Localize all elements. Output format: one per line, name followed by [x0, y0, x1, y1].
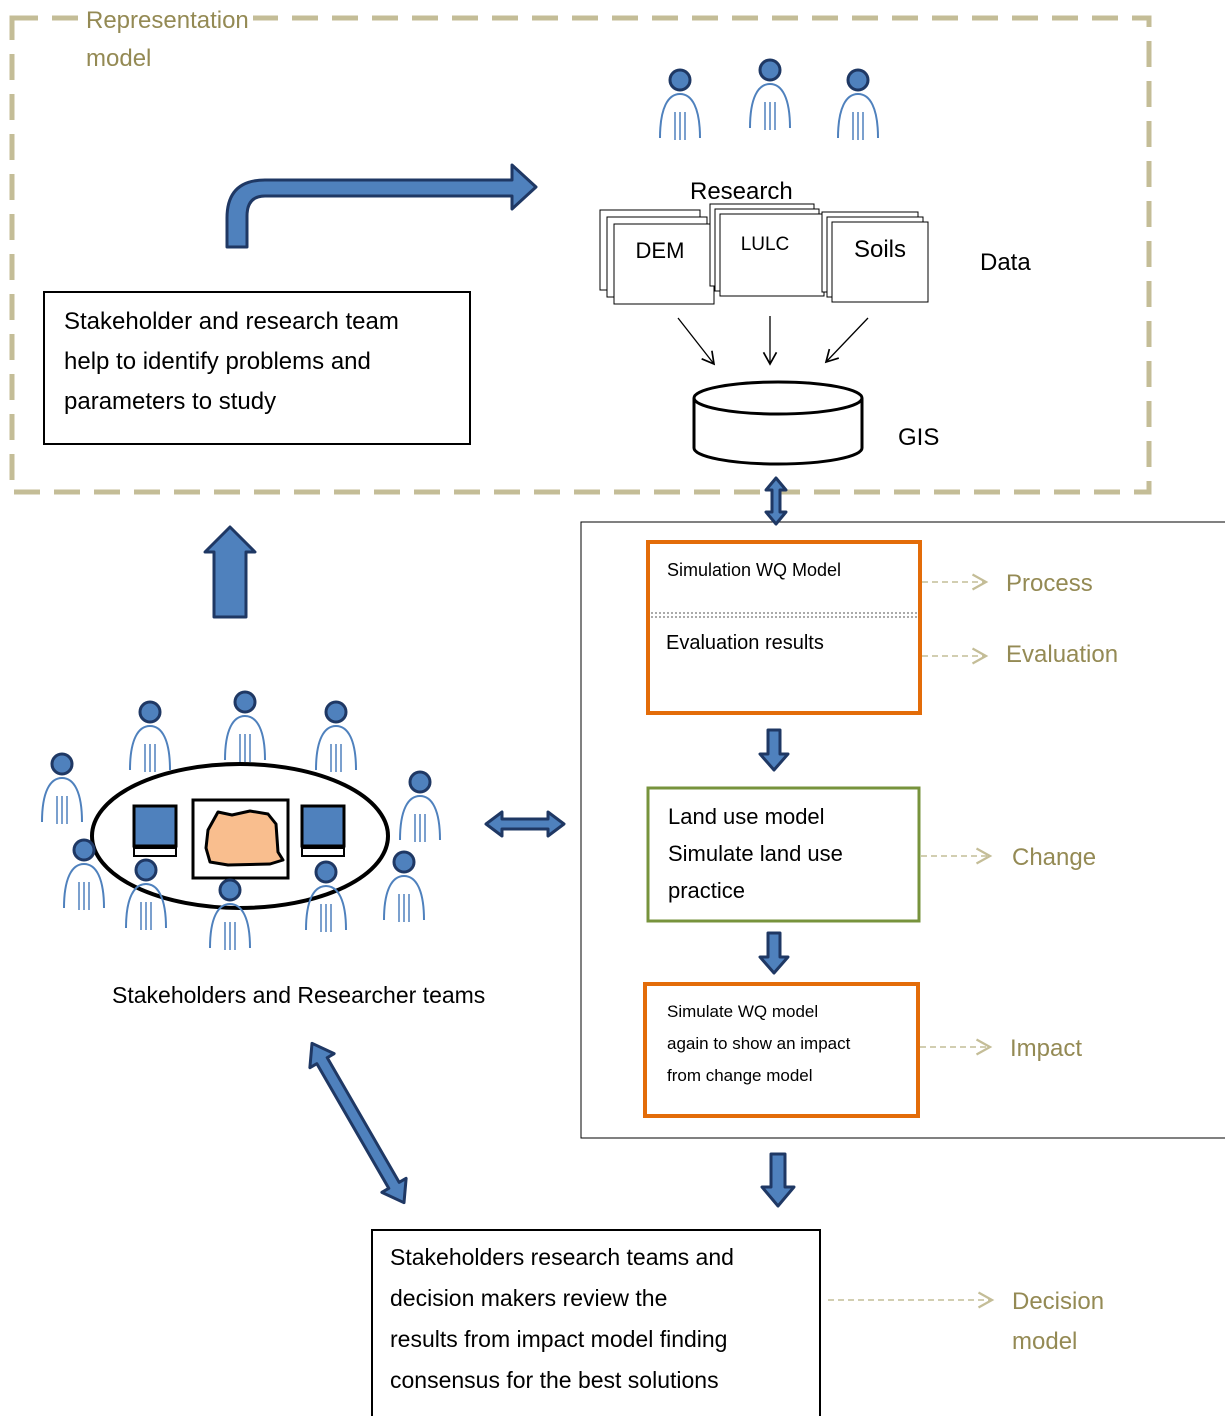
- impact-line: again to show an impact: [667, 1034, 851, 1053]
- simulation-title: Simulation WQ Model: [667, 560, 842, 580]
- evaluation-results: Evaluation results: [666, 632, 824, 654]
- change-label: Change: [1012, 844, 1097, 871]
- stakeholder-box-line: help to identify problems and: [64, 348, 371, 375]
- decision-model-label: Decision model: [1012, 1282, 1104, 1362]
- decision-box-line: decision makers review the: [390, 1285, 668, 1311]
- up-arrow: [203, 525, 257, 619]
- data-to-gis-arrow: [677, 317, 716, 366]
- landuse-line: Simulate land use: [668, 841, 843, 866]
- simulation-box: [646, 540, 922, 715]
- team-person-icon: [314, 700, 358, 774]
- impact-box: [643, 982, 920, 1118]
- representation-label-line: model: [86, 45, 152, 72]
- computer-icon: [300, 804, 346, 857]
- researcher-person-icon: [836, 68, 880, 142]
- stakeholder-box: [43, 291, 471, 445]
- researcher-person-icon: [748, 58, 792, 132]
- representation-model-label: Representation model: [82, 2, 253, 78]
- data-to-gis-arrow: [824, 317, 869, 364]
- gis-label: GIS: [898, 424, 940, 451]
- data-layer-soils: [821, 211, 929, 303]
- impact-box-text: Simulate WQ model again to show an impac…: [667, 996, 850, 1092]
- decision-box-text: Stakeholders research teams and decision…: [390, 1237, 734, 1401]
- dem-label: DEM: [635, 238, 685, 263]
- stakeholder-box-text: Stakeholder and research team help to id…: [64, 302, 399, 422]
- data-label: Data: [980, 249, 1031, 276]
- team-person-icon: [223, 690, 267, 764]
- process-label: Process: [1006, 570, 1093, 597]
- landuse-line: Land use model: [668, 804, 825, 829]
- teams-label: Stakeholders and Researcher teams: [112, 982, 486, 1008]
- team-person-icon: [128, 700, 172, 774]
- bent-arrow-to-research: [225, 163, 538, 249]
- computer-icon: [132, 804, 178, 857]
- decision-box-line: results from impact model finding: [390, 1326, 728, 1352]
- gis-double-arrow: [764, 476, 788, 526]
- team-person-icon: [382, 850, 426, 924]
- decision-box: [371, 1229, 821, 1416]
- impact-line: Simulate WQ model: [667, 1002, 819, 1021]
- evaluation-label: Evaluation: [1006, 641, 1119, 668]
- impact-label: Impact: [1010, 1035, 1083, 1062]
- stakeholder-box-line: Stakeholder and research team: [64, 308, 399, 335]
- team-person-icon: [40, 752, 84, 826]
- landuse-box-text: Land use model Simulate land use practic…: [668, 798, 843, 909]
- down-arrow: [758, 728, 790, 772]
- data-layer-dem: [599, 209, 715, 305]
- map-screen-icon: [191, 798, 290, 880]
- decision-box-line: consensus for the best solutions: [390, 1367, 719, 1393]
- landuse-box: [646, 786, 921, 923]
- decision-label-line: model: [1012, 1328, 1078, 1355]
- decision-label-line: Decision: [1012, 1288, 1105, 1315]
- decision-box-line: Stakeholders research teams and: [390, 1244, 734, 1270]
- research-title: Research: [690, 178, 793, 205]
- data-layer-lulc: [709, 203, 825, 297]
- gis-database-icon: [692, 380, 864, 466]
- lulc-label: LULC: [740, 234, 790, 255]
- impact-line: from change model: [667, 1066, 813, 1085]
- down-arrow: [760, 1152, 796, 1208]
- team-workflow-double-arrow: [484, 810, 566, 838]
- representation-label-line: Representation: [86, 7, 249, 34]
- researcher-person-icon: [658, 68, 702, 142]
- team-decision-double-arrow: [308, 1041, 408, 1205]
- team-person-icon: [398, 770, 442, 844]
- down-arrow: [758, 931, 790, 975]
- representation-model-region: [9, 15, 1152, 495]
- stakeholder-box-line: parameters to study: [64, 388, 277, 415]
- soils-label: Soils: [853, 236, 907, 263]
- landuse-line: practice: [668, 878, 746, 903]
